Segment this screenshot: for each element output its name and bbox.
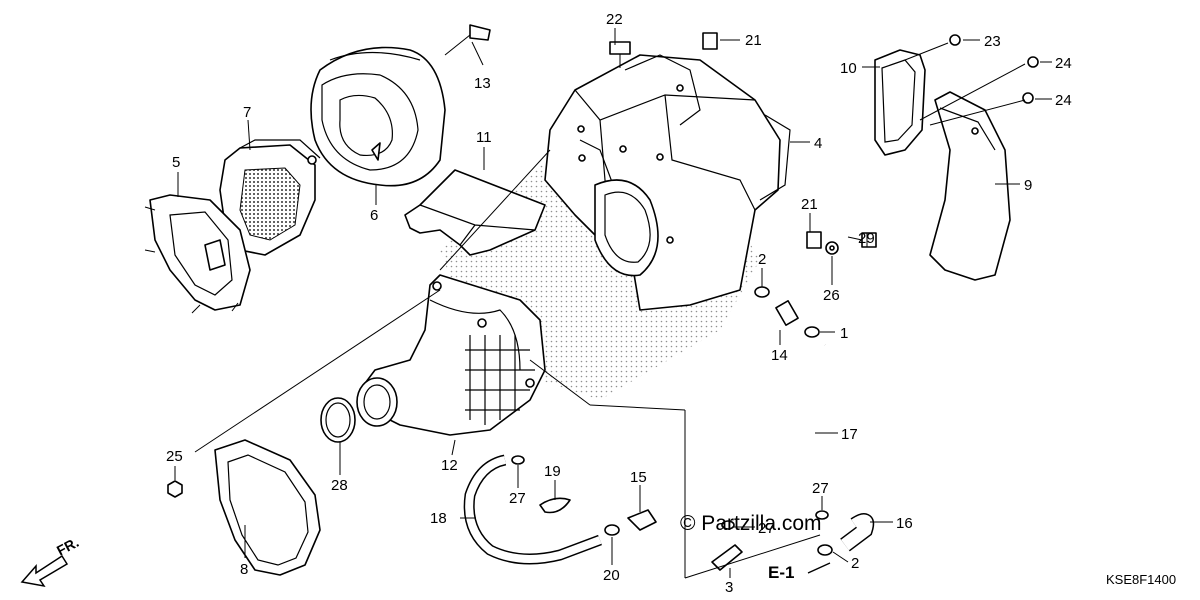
callout-6[interactable]: 6 [370, 207, 378, 224]
callout-9[interactable]: 9 [1024, 177, 1032, 194]
callout-4[interactable]: 4 [814, 135, 822, 152]
callout-10[interactable]: 10 [840, 60, 857, 77]
washer-26 [825, 241, 839, 255]
joint-3 [711, 544, 743, 571]
direction-indicator: FR. [20, 534, 81, 588]
bolt-13 [444, 24, 491, 56]
callout-22[interactable]: 22 [606, 11, 623, 28]
callout-27b[interactable]: 27 [758, 520, 775, 537]
callout-26[interactable]: 26 [823, 287, 840, 304]
clip-19 [539, 497, 571, 514]
callout-1[interactable]: 1 [840, 325, 848, 342]
callout-3[interactable]: 3 [725, 579, 733, 596]
callout-11[interactable]: 11 [476, 129, 492, 146]
bracket [404, 169, 546, 256]
clip-nut-21a [702, 32, 718, 50]
side-cover-plate [874, 49, 926, 156]
callout-21a[interactable]: 21 [745, 32, 762, 49]
joint-14 [775, 300, 799, 326]
band-28 [320, 397, 356, 443]
callout-29[interactable]: 29 [858, 230, 875, 247]
gasket [214, 439, 321, 576]
clamp-2a [754, 286, 770, 298]
callout-20[interactable]: 20 [603, 567, 620, 584]
callout-2a[interactable]: 2 [758, 251, 766, 268]
callout-14[interactable]: 14 [771, 347, 788, 364]
callout-23[interactable]: 23 [984, 33, 1001, 50]
intake-duct [356, 274, 546, 436]
leader-lines [174, 28, 1052, 579]
watermark: © Partzilla.com [680, 512, 822, 535]
callout-27a[interactable]: 27 [509, 490, 526, 507]
bolt-29 [847, 232, 877, 248]
air-filter-element [310, 46, 446, 187]
holder-plate [144, 194, 251, 314]
clip-nut-21b [806, 231, 822, 249]
plug-15 [627, 509, 657, 531]
drain-hose-18 [463, 454, 602, 565]
callout-15[interactable]: 15 [630, 469, 647, 486]
callout-24b[interactable]: 24 [1055, 92, 1072, 109]
section-reference: E-1 [768, 562, 831, 582]
callout-7[interactable]: 7 [243, 104, 251, 121]
hose-16 [840, 513, 875, 552]
direction-label: FR. [54, 534, 81, 559]
callout-16[interactable]: 16 [896, 515, 913, 532]
callout-13[interactable]: 13 [474, 75, 491, 92]
callout-2b[interactable]: 2 [851, 555, 859, 572]
callout-19[interactable]: 19 [544, 463, 561, 480]
callouts: 22 21 13 23 10 24 24 7 11 4 5 6 9 21 29 … [166, 11, 1072, 596]
clamp-1 [804, 326, 820, 338]
section-ref-label: E-1 [768, 563, 794, 582]
callout-21b[interactable]: 21 [801, 196, 818, 213]
curved-cover [929, 91, 1011, 281]
front-arrow-icon [20, 554, 69, 588]
nut-25 [167, 480, 183, 498]
callout-27c[interactable]: 27 [812, 480, 829, 497]
callout-28[interactable]: 28 [331, 477, 348, 494]
clamp-27a [511, 455, 525, 465]
callout-25[interactable]: 25 [166, 448, 183, 465]
callout-24a[interactable]: 24 [1055, 55, 1072, 72]
callout-12[interactable]: 12 [441, 457, 458, 474]
callout-18[interactable]: 18 [430, 510, 447, 527]
clamp-20 [604, 524, 620, 536]
diagram-code: KSE8F1400 [1106, 572, 1176, 587]
callout-5[interactable]: 5 [172, 154, 180, 171]
screw-24a [1027, 56, 1039, 68]
element-holder [219, 139, 321, 256]
screw-24b [1022, 92, 1034, 104]
callout-17[interactable]: 17 [841, 426, 858, 443]
clamp-27c [815, 510, 829, 520]
clamp-27b [721, 520, 735, 530]
screw-23 [949, 34, 961, 46]
breather-hose-17 [716, 342, 838, 520]
section-ref-arrow-icon [807, 562, 831, 574]
callout-8[interactable]: 8 [240, 561, 248, 578]
clamp-2b [817, 544, 833, 556]
